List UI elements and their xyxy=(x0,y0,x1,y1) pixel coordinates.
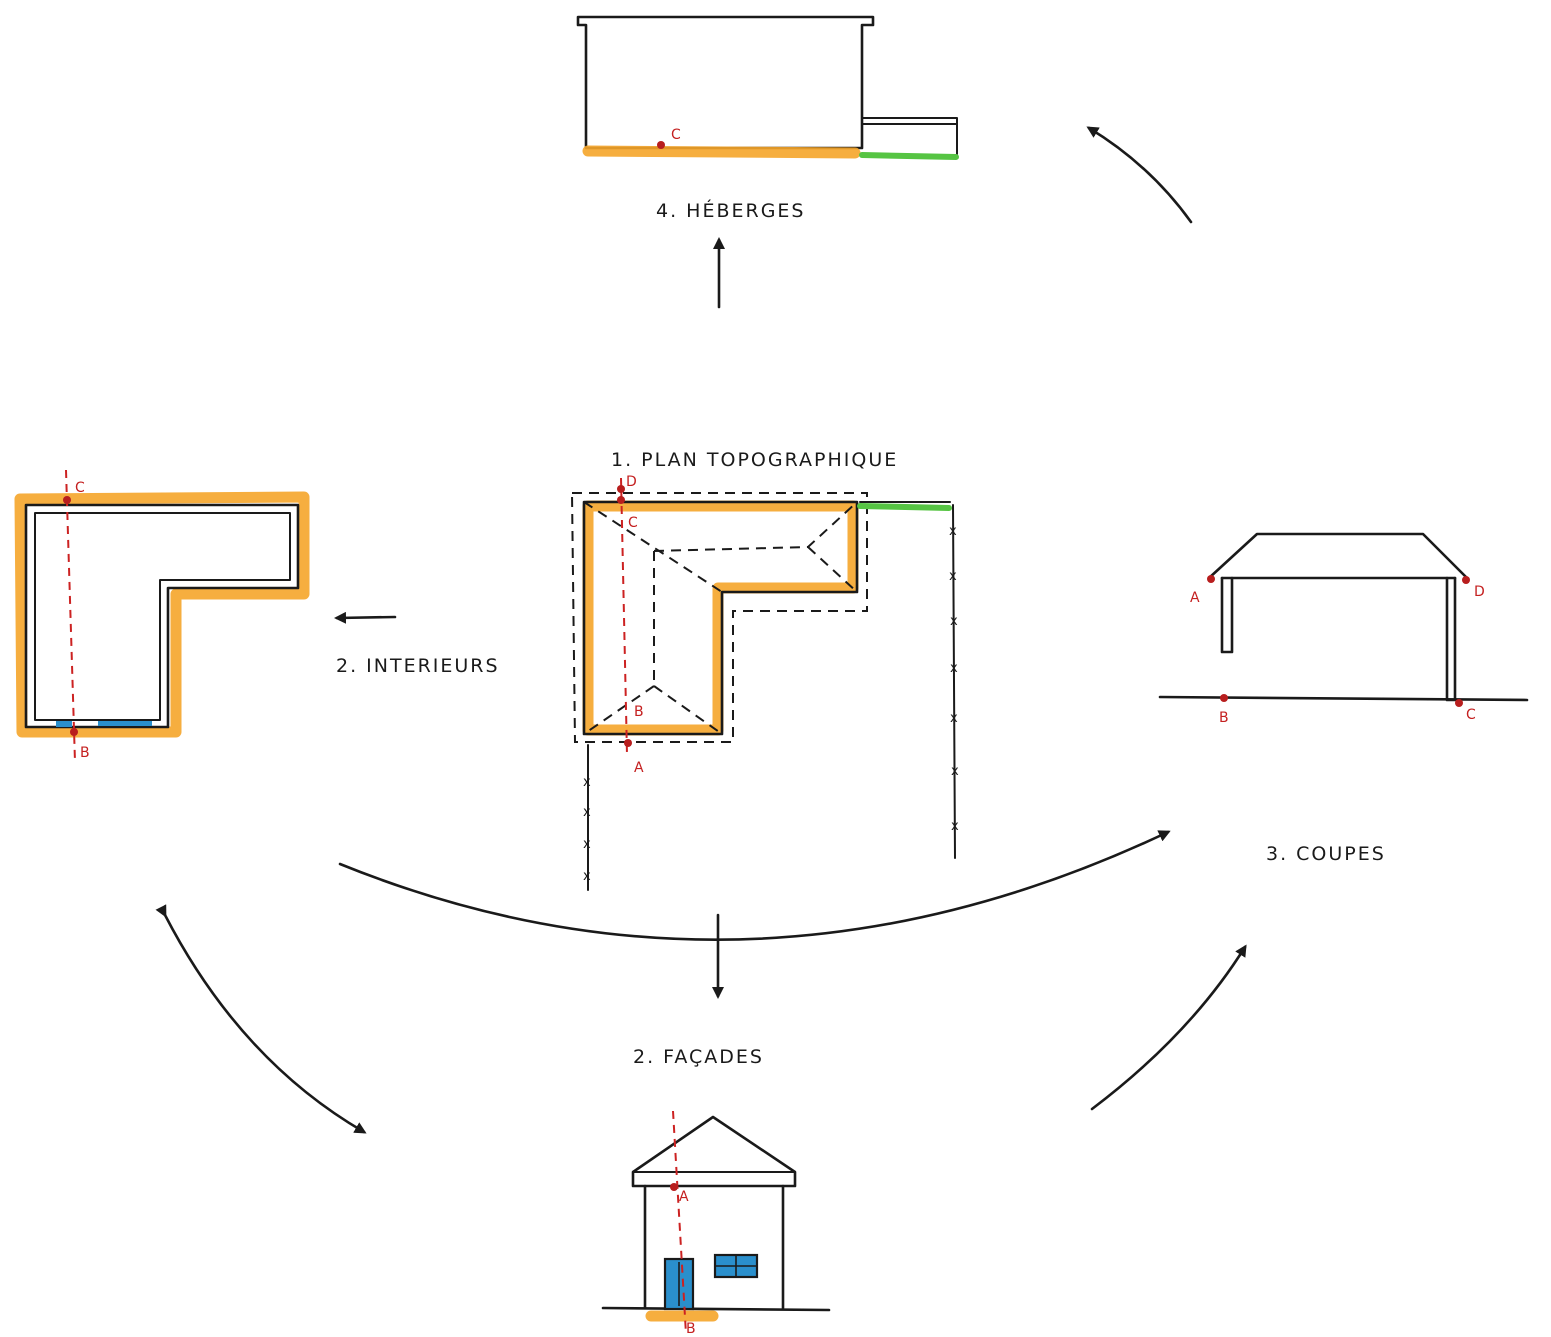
point-d-coupes xyxy=(1462,576,1470,584)
fence-mark: x xyxy=(583,775,591,790)
point-a-plan-label: A xyxy=(634,760,644,776)
flow-arrows xyxy=(155,126,1247,1134)
arrow-arc-interieurs-facades xyxy=(155,904,367,1134)
arrow-arc-facades-to-coupes xyxy=(1090,944,1247,1111)
point-d-coupes-label: D xyxy=(1474,584,1485,600)
fence-mark: x xyxy=(950,661,958,676)
fence-mark: x xyxy=(951,764,959,779)
fence-mark: x xyxy=(583,869,591,884)
point-b-plan-label: B xyxy=(634,704,644,720)
point-c-coupes-label: C xyxy=(1466,707,1476,723)
interieurs-drawing: C B xyxy=(14,469,310,763)
point-d-plan-label: D xyxy=(626,474,637,490)
fence-mark: x xyxy=(950,614,958,629)
window-blue xyxy=(98,721,152,726)
point-a-plan xyxy=(624,739,632,747)
point-a-facades-label: A xyxy=(679,1189,689,1205)
point-a-coupes-label: A xyxy=(1190,590,1200,606)
label-interieurs: 2. Interieurs xyxy=(336,655,500,677)
coupes-drawing: A D B C xyxy=(1158,532,1529,726)
fence-mark: x xyxy=(583,805,591,820)
label-heberges: 4. Héberges xyxy=(656,199,806,222)
heberges-drawing: C xyxy=(576,15,959,160)
point-c-interieurs-label: C xyxy=(75,480,85,496)
fence-mark: x xyxy=(949,524,957,539)
point-d-plan xyxy=(617,485,625,493)
label-coupes: 3. Coupes xyxy=(1266,843,1386,865)
fence-mark: x xyxy=(949,569,957,584)
point-c-coupes xyxy=(1455,699,1463,707)
arrow-to-interieurs xyxy=(334,611,397,624)
facades-drawing: A B xyxy=(601,1110,831,1337)
label-facades: 2. Façades xyxy=(633,1046,764,1068)
point-c-plan-label: C xyxy=(628,515,638,531)
point-b-coupes-label: B xyxy=(1219,710,1229,726)
point-a-facades xyxy=(670,1183,678,1191)
label-plan-topographique: 1. Plan topographique xyxy=(611,449,898,471)
point-b-interieurs-label: B xyxy=(80,745,90,761)
point-b-interieurs xyxy=(70,728,78,736)
point-b-coupes xyxy=(1220,694,1228,702)
fence-mark: x xyxy=(583,837,591,852)
fence-mark: x xyxy=(950,711,958,726)
point-c-interieurs xyxy=(63,496,71,504)
point-c-heberges xyxy=(657,141,665,149)
point-a-coupes xyxy=(1207,575,1215,583)
window-blue xyxy=(56,721,72,727)
arrow-arc-coupes-to-heberges xyxy=(1086,126,1193,224)
point-b-facades-label: B xyxy=(686,1321,696,1337)
point-c-plan xyxy=(617,496,625,504)
plan-topographique-drawing: x x x x x x x x x x x D C B A xyxy=(570,474,959,891)
fence-mark: x xyxy=(951,819,959,834)
point-c-heberges-label: C xyxy=(671,127,681,143)
arrow-arc-interieurs-to-coupes xyxy=(338,830,1171,941)
